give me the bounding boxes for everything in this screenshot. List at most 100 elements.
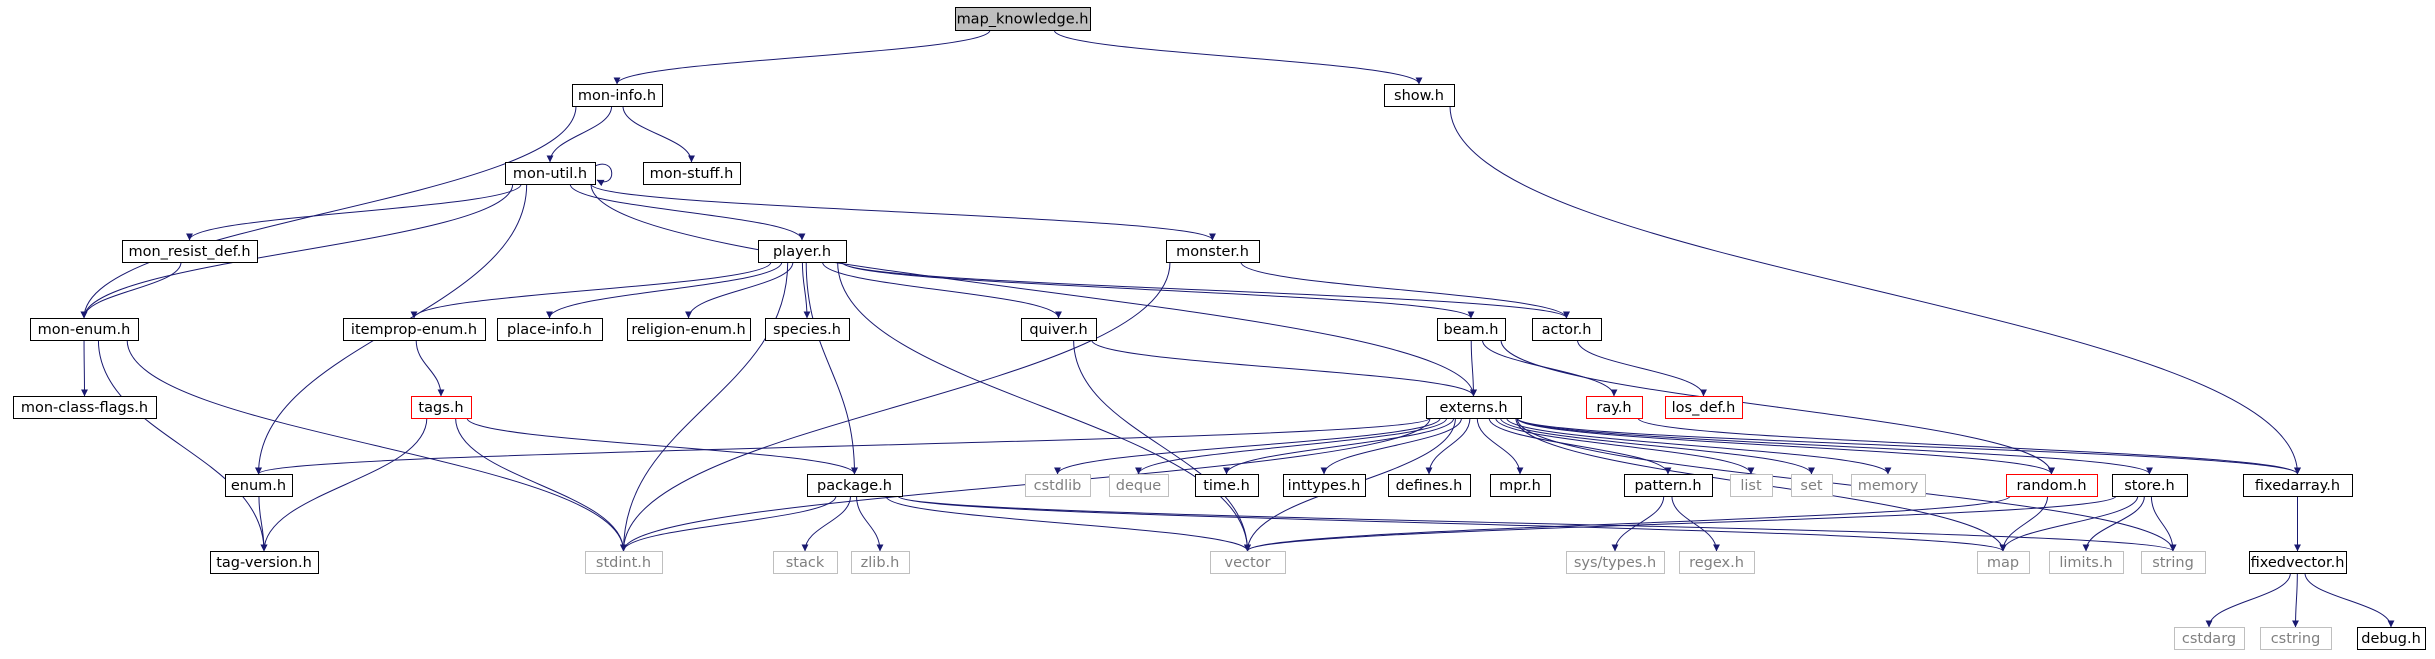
- edge-package-to-stdint: [620, 495, 837, 552]
- edge-player-to-beam: [841, 261, 1475, 319]
- node-label: defines.h: [1396, 478, 1463, 494]
- node-label: ray.h: [1596, 400, 1631, 416]
- edge-tags-to-package: [466, 417, 858, 475]
- edge-actor-to-los_def: [1576, 339, 1707, 397]
- node-box: [1490, 474, 1551, 497]
- node-cstdarg: cstdarg: [2174, 627, 2245, 650]
- node-box: [1166, 240, 1260, 263]
- node-label: mon-util.h: [513, 166, 587, 182]
- node-box: [1730, 474, 1773, 497]
- node-label: place-info.h: [507, 322, 592, 338]
- node-box: [851, 551, 910, 574]
- node-mon-stuff[interactable]: mon-stuff.h: [643, 162, 741, 185]
- node-sys-types: sys/types.h: [1566, 551, 1665, 574]
- edge-mon_enum-to-tag_version: [97, 339, 268, 552]
- node-box: [1437, 318, 1506, 341]
- node-box: [2174, 627, 2245, 650]
- node-label: debug.h: [2361, 631, 2421, 647]
- node-religion-enum[interactable]: religion-enum.h: [627, 318, 751, 341]
- node-label: sys/types.h: [1574, 555, 1656, 571]
- edge-mon_util-to-mon_enum: [80, 183, 514, 319]
- edge-store-to-vector: [1244, 495, 2117, 552]
- edge-monster-to-stdint: [620, 261, 1171, 552]
- node-map-knowledge[interactable]: map_knowledge.h: [955, 7, 1091, 31]
- node-species[interactable]: species.h: [765, 318, 850, 341]
- node-random[interactable]: random.h: [2006, 474, 2098, 497]
- node-label: externs.h: [1439, 400, 1507, 416]
- node-box: [1977, 551, 2030, 574]
- node-inttypes[interactable]: inttypes.h: [1283, 474, 1366, 497]
- node-mon-resist-def[interactable]: mon_resist_def.h: [122, 240, 258, 263]
- edge-mon_util-to-mon_util: [594, 163, 613, 187]
- edge-externs-to-pattern: [1488, 417, 1672, 475]
- edge-fixedvector-to-cstring: [2292, 572, 2300, 628]
- node-label: religion-enum.h: [631, 322, 745, 338]
- node-set: set: [1791, 474, 1833, 497]
- edge-store-to-string: [2150, 495, 2177, 552]
- edge-random-to-map: [1999, 495, 2049, 552]
- edge-externs-to-random: [1516, 417, 2055, 475]
- dependency-edges: [80, 29, 2395, 628]
- node-fixedarray[interactable]: fixedarray.h: [2243, 474, 2353, 497]
- node-mon-enum[interactable]: mon-enum.h: [30, 318, 139, 341]
- node-label: fixedarray.h: [2255, 478, 2340, 494]
- node-label: vector: [1225, 555, 1271, 571]
- node-label: mon_resist_def.h: [128, 244, 250, 260]
- edge-ray-to-fixedarray: [1637, 417, 2301, 475]
- node-box: [765, 318, 850, 341]
- node-place-info[interactable]: place-info.h: [497, 318, 603, 341]
- node-player[interactable]: player.h: [758, 240, 847, 263]
- node-label: pattern.h: [1634, 478, 1701, 494]
- edge-mon_util-to-monster: [590, 183, 1216, 241]
- node-fixedvector[interactable]: fixedvector.h: [2249, 551, 2347, 574]
- node-mon-info[interactable]: mon-info.h: [572, 84, 663, 107]
- node-tag-version[interactable]: tag-version.h: [210, 551, 319, 574]
- node-store[interactable]: store.h: [2112, 474, 2188, 497]
- node-box: [1665, 396, 1743, 419]
- node-externs[interactable]: externs.h: [1426, 396, 1522, 419]
- node-actor[interactable]: actor.h: [1532, 318, 1602, 341]
- node-box: [1566, 551, 1665, 574]
- node-label: quiver.h: [1029, 322, 1087, 338]
- node-label: stack: [786, 555, 825, 571]
- edge-externs-to-mpr: [1476, 417, 1524, 475]
- node-box: [643, 162, 741, 185]
- edge-store-to-limits: [2082, 495, 2145, 552]
- node-label: actor.h: [1542, 322, 1592, 338]
- node-quiver[interactable]: quiver.h: [1021, 318, 1097, 341]
- node-package[interactable]: package.h: [807, 474, 903, 497]
- edge-externs-to-enum: [255, 417, 1431, 475]
- node-label: los_def.h: [1672, 400, 1736, 416]
- node-beam[interactable]: beam.h: [1437, 318, 1506, 341]
- node-label: deque: [1116, 478, 1162, 494]
- node-box: [2049, 551, 2124, 574]
- edge-player-to-package: [805, 261, 858, 475]
- node-label: time.h: [1203, 478, 1250, 494]
- edge-player-to-quiver: [822, 261, 1062, 319]
- node-ray[interactable]: ray.h: [1586, 396, 1643, 419]
- node-show[interactable]: show.h: [1384, 84, 1455, 107]
- node-time[interactable]: time.h: [1195, 474, 1259, 497]
- node-los-def[interactable]: los_def.h: [1665, 396, 1743, 419]
- edge-externs-to-inttypes: [1320, 417, 1463, 475]
- node-tags[interactable]: tags.h: [411, 396, 472, 419]
- node-label: map_knowledge.h: [957, 12, 1089, 28]
- node-pattern[interactable]: pattern.h: [1624, 474, 1713, 497]
- node-box: [2260, 627, 2332, 650]
- node-mpr[interactable]: mpr.h: [1490, 474, 1551, 497]
- node-box: [505, 162, 596, 185]
- node-debug[interactable]: debug.h: [2357, 627, 2426, 650]
- node-itemprop-enum[interactable]: itemprop-enum.h: [343, 318, 486, 341]
- node-enum[interactable]: enum.h: [225, 474, 293, 497]
- node-label: tag-version.h: [216, 555, 312, 571]
- node-box: [807, 474, 903, 497]
- node-label: string: [2152, 555, 2194, 571]
- node-mon-class-flags[interactable]: mon-class-flags.h: [13, 396, 157, 419]
- node-monster[interactable]: monster.h: [1166, 240, 1260, 263]
- node-mon-util[interactable]: mon-util.h: [505, 162, 596, 185]
- node-defines[interactable]: defines.h: [1388, 474, 1471, 497]
- edge-store-to-map: [1999, 495, 2139, 552]
- node-memory: memory: [1851, 474, 1926, 497]
- node-box: [1791, 474, 1833, 497]
